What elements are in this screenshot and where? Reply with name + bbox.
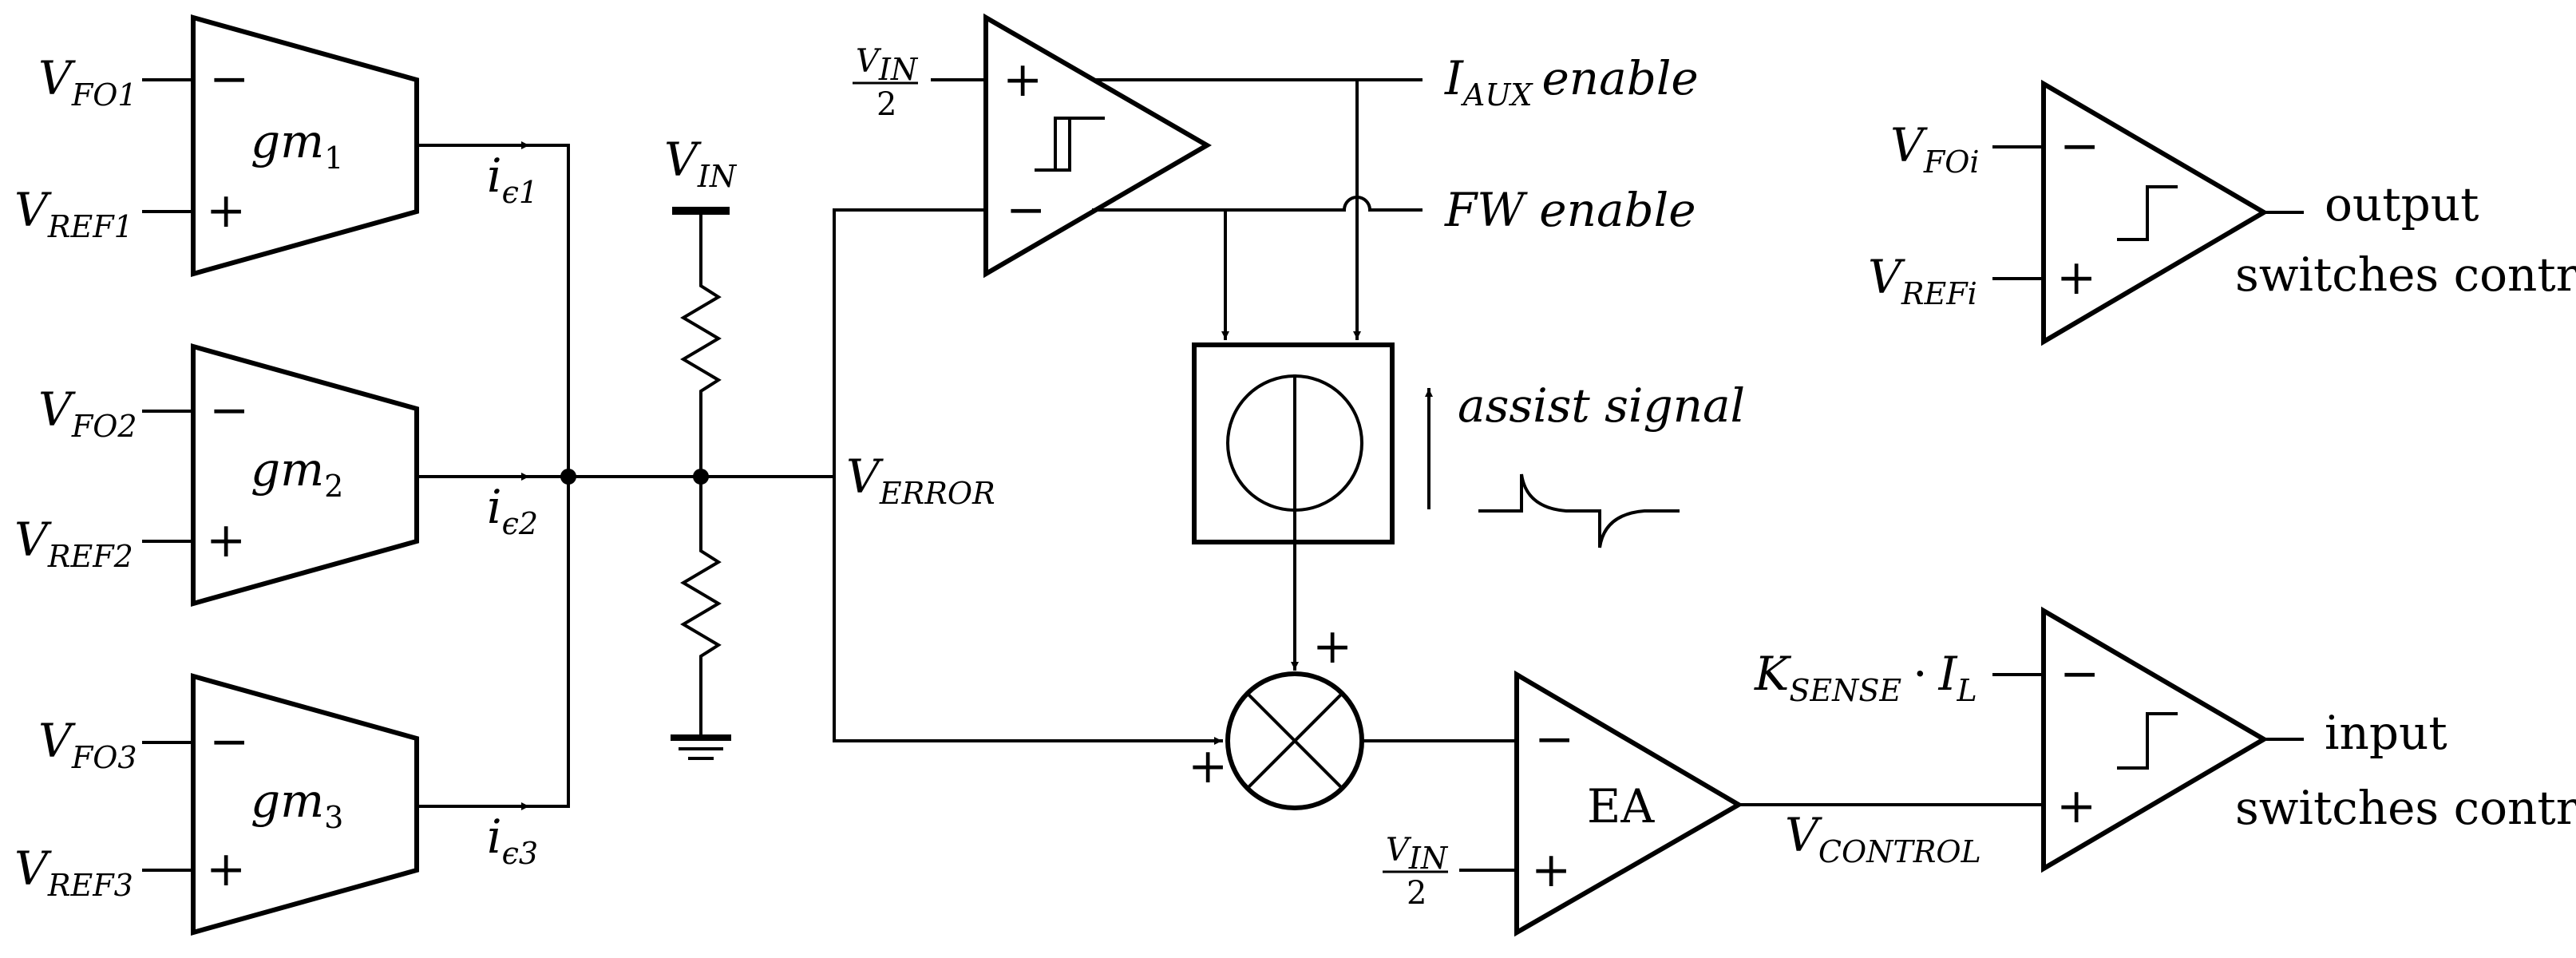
window-comp-plus-sign: + — [1003, 52, 1043, 108]
gm2-minus-sign: − — [209, 382, 249, 438]
vin-half-label-bottom: VIN 2 — [1383, 832, 1449, 912]
vref3-label: VREF3 — [14, 841, 133, 903]
svg-text:2: 2 — [1407, 875, 1426, 912]
verror-label: VERROR — [846, 449, 995, 511]
gm2-label: gm2 — [251, 442, 343, 504]
transconductor-gm3: − + gm3 VFO3 VREF3 iϵ3 — [14, 673, 570, 936]
assist-signal-generator: assist signal — [1192, 342, 1745, 671]
input-label: input — [2325, 706, 2447, 760]
ie3-label: iϵ3 — [487, 810, 538, 871]
vrefi-label: VREFi — [1868, 250, 1977, 311]
assist-waveform-icon — [1478, 473, 1680, 548]
comparator-step-icon-2 — [2117, 712, 2178, 770]
ie2-label: iϵ2 — [487, 480, 538, 541]
ea-minus-sign: − — [1534, 711, 1574, 767]
error-node-network: VIN VERROR — [527, 133, 1223, 808]
input-comparator-block — [2041, 606, 2269, 873]
ksense-il-label: KSENSE·IL — [1754, 647, 1977, 708]
window-comp-minus-sign: − — [1006, 182, 1046, 238]
vfo2-label: VFO2 — [38, 382, 137, 444]
vfoi-label: VFOi — [1890, 118, 1980, 180]
assist-signal-label: assist signal — [1458, 378, 1745, 433]
input-comparator: − + KSENSE·IL input switches control — [1754, 606, 2576, 873]
ea-label: EA — [1587, 779, 1655, 833]
summer-plus-top: + — [1312, 619, 1352, 675]
resistor-upper — [680, 209, 722, 478]
vcontrol-label: VCONTROL — [1785, 808, 1981, 869]
ea-block — [1514, 670, 1743, 937]
outcomp-plus-sign: + — [2056, 250, 2096, 306]
gm1-block — [191, 14, 419, 277]
gm3-minus-sign: − — [209, 714, 249, 770]
vfo1-label: VFO1 — [38, 51, 137, 113]
svg-text:VIN: VIN — [1386, 832, 1449, 876]
svg-text:VIN: VIN — [856, 43, 919, 87]
vin-half-label-top: VIN 2 — [853, 43, 919, 123]
vref2-label: VREF2 — [14, 513, 133, 574]
sum-junction-dot — [560, 469, 576, 485]
comparator-step-icon — [2117, 185, 2178, 241]
gm3-label: gm3 — [251, 774, 343, 835]
input-switches-control-label: switches control — [2235, 781, 2576, 835]
verror-wire-down — [833, 475, 1223, 745]
gm1-plus-sign: + — [206, 183, 246, 239]
fw-enable-label: FW enable — [1444, 183, 1696, 237]
gm3-block — [191, 673, 419, 936]
incomp-plus-sign: + — [2056, 778, 2096, 834]
verror-wire-up — [833, 208, 987, 478]
output-label: output — [2325, 177, 2479, 232]
error-amplifier: − + EA VIN 2 VCONTROL — [1383, 670, 2045, 937]
gm2-block — [191, 343, 419, 607]
hysteresis-icon — [1035, 117, 1105, 172]
ea-plus-sign: + — [1531, 842, 1571, 898]
transconductor-gm2: − + gm2 VFO2 VREF2 iϵ2 — [14, 343, 538, 607]
vfo3-label: VFO3 — [38, 714, 137, 775]
ie1-label: iϵ1 — [487, 148, 538, 210]
fw-enable-wire — [1092, 196, 1423, 212]
output-comparator: − + VFOi VREFi output switches control — [1868, 79, 2576, 346]
resistor-lower — [680, 475, 722, 738]
ground-symbol — [671, 734, 731, 760]
vin-label: VIN — [664, 133, 738, 194]
output-switches-control-label: switches control — [2235, 247, 2576, 302]
gm3-plus-sign: + — [206, 841, 246, 897]
summer-plus-left: + — [1188, 738, 1228, 794]
outcomp-minus-sign: − — [2060, 118, 2099, 174]
output-comparator-block — [2041, 79, 2269, 346]
summing-node: + + — [1188, 619, 1518, 810]
gm2-plus-sign: + — [206, 513, 246, 568]
svg-text:2: 2 — [876, 86, 896, 123]
gm1-minus-sign: − — [209, 51, 249, 107]
incomp-minus-sign: − — [2060, 646, 2099, 702]
transconductor-gm1: − + gm1 VFO1 VREF1 iϵ1 — [14, 14, 570, 277]
gm1-label: gm1 — [251, 114, 343, 176]
vref1-label: VREF1 — [14, 183, 133, 244]
